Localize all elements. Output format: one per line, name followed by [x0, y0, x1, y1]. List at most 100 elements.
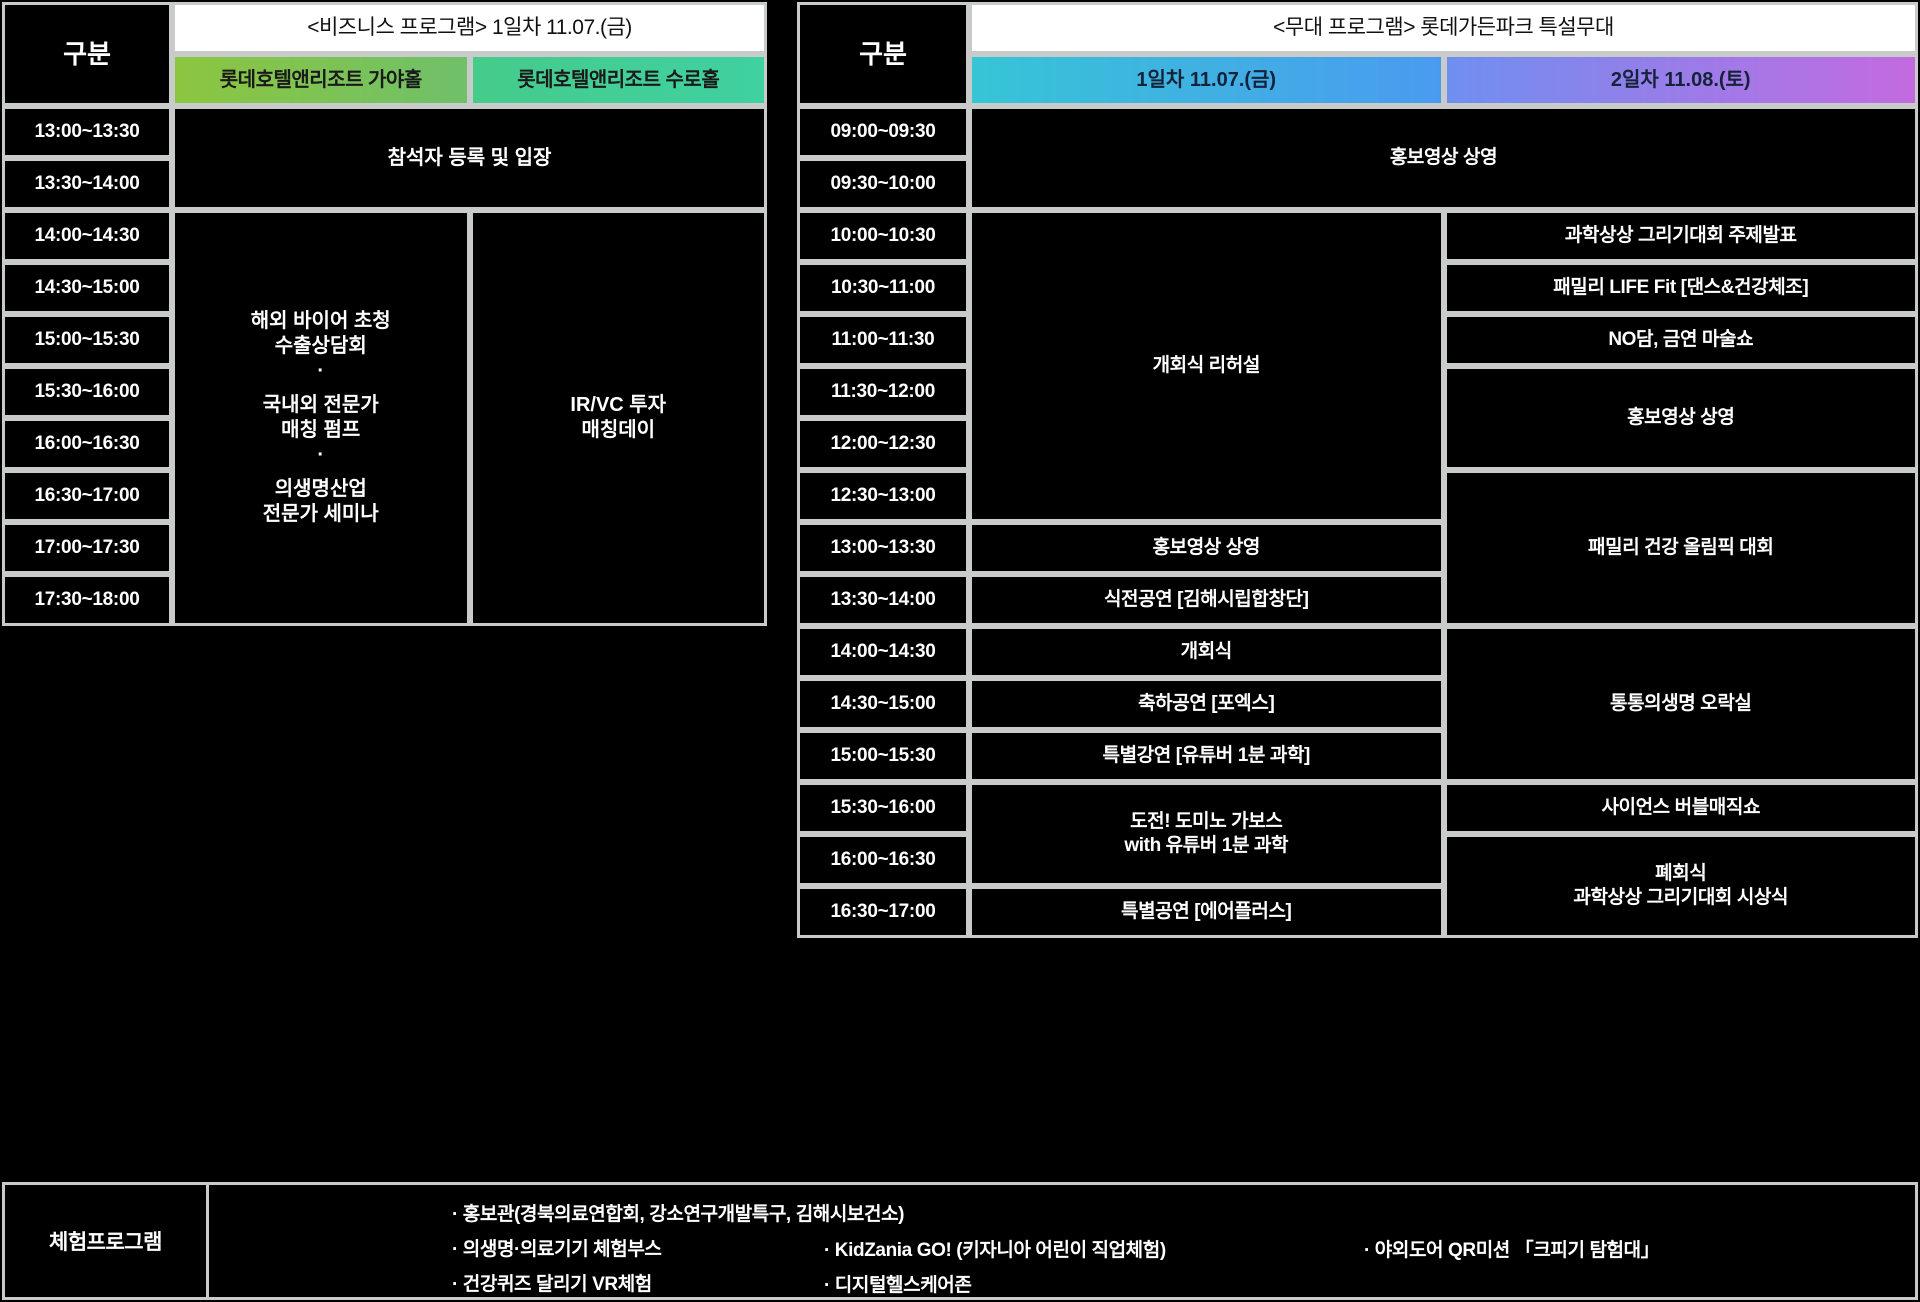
stage-cell-rehearsal: 개회식 리허설: [969, 210, 1444, 522]
list-item: · 의생명·의료기기 체험부스: [452, 1239, 662, 1261]
stage-cell-promo-video-day1: 홍보영상 상영: [969, 522, 1444, 574]
time-slot: 14:30~15:00: [2, 262, 172, 314]
time-slot: 13:30~14:00: [2, 158, 172, 210]
gaya-line: 의생명산업: [274, 478, 367, 500]
table-row: 16:00~16:30: [2, 418, 767, 470]
table-row: 11:30~12:00 홍보영상 상영: [797, 366, 1918, 470]
experience-column-3: · 야외도어 QR미션 「크피기 탐험대」: [1364, 1233, 1660, 1268]
stage-cell-bio-arcade: 통통의생명 오락실: [1443, 626, 1918, 782]
stage-cell-prelude-choir: 식전공연 [김해시립합창단]: [969, 574, 1444, 626]
stage-cell-family-health-olympic: 패밀리 건강 올림픽 대회: [1443, 470, 1918, 626]
stage-program-table: 구분 <무대 프로그램> 롯데가든파크 특설무대 1일차 11.07.(금) 2…: [797, 2, 1918, 938]
stage-header-row-days: 1일차 11.07.(금) 2일차 11.08.(토): [797, 54, 1918, 106]
time-slot: 16:00~16:30: [797, 834, 969, 886]
time-slot: 14:00~14:30: [797, 626, 969, 678]
registration-cell: 참석자 등록 및 입장: [172, 106, 767, 210]
table-row: 13:00~13:30 홍보영상 상영: [797, 522, 1918, 574]
venue-suro-hall: 롯데호텔앤리조트 수로홀: [469, 54, 767, 106]
stage-cell-bubble-magic-show: 사이언스 버블매직쇼: [1443, 782, 1918, 834]
stage-cell-closing-ceremony: 폐회식 과학상상 그리기대회 시상식: [1443, 834, 1918, 938]
table-row: 17:00~17:30: [2, 522, 767, 574]
list-item: · 홍보관(경북의료연합회, 강소연구개발특구, 김해시보건소): [452, 1204, 905, 1225]
table-row: 14:30~15:00 축하공연 [포엑스]: [797, 678, 1918, 730]
table-row: 14:30~15:00: [2, 262, 767, 314]
time-slot: 15:00~15:30: [797, 730, 969, 782]
table-row: 13:30~14:00 식전공연 [김해시립합창단]: [797, 574, 1918, 626]
business-header-row-venues: 롯데호텔앤리조트 가야홀 롯데호텔앤리조트 수로홀: [2, 54, 767, 106]
table-row: 16:30~17:00 특별공연 [에어플러스]: [797, 886, 1918, 938]
time-slot: 16:30~17:00: [2, 470, 172, 522]
time-slot: 15:30~16:00: [2, 366, 172, 418]
time-slot: 09:00~09:30: [797, 106, 969, 158]
table-row: 12:30~13:00 패밀리 건강 올림픽 대회: [797, 470, 1918, 626]
table-row: 14:00~14:30 개회식 통통의생명 오락실: [797, 626, 1918, 782]
table-row: 09:00~09:30 홍보영상 상영: [797, 106, 1918, 210]
stage-program-title: <무대 프로그램> 롯데가든파크 특설무대: [969, 2, 1918, 54]
closing-line: 폐회식: [1655, 863, 1707, 885]
time-slot: 13:00~13:30: [797, 522, 969, 574]
time-slot: 13:30~14:00: [797, 574, 969, 626]
time-slot: 16:00~16:30: [2, 418, 172, 470]
list-item: · 디지털헬스케어존: [824, 1275, 972, 1297]
stage-cell-opening-ceremony: 개회식: [969, 626, 1444, 678]
table-row: 15:30~16:00: [2, 366, 767, 418]
list-item: · 건강퀴즈 달리기 VR체험: [452, 1274, 652, 1296]
closing-line: 과학상상 그리기대회 시상식: [1573, 887, 1789, 908]
table-row: 11:00~11:30 NO담, 금연 마술쇼: [797, 314, 1918, 366]
domino-line: 도전! 도미노 가보스: [1130, 811, 1283, 833]
gaya-line: 수출상담회: [274, 335, 367, 357]
stage-cell-family-life-fit: 패밀리 LIFE Fit [댄스&건강체조]: [1443, 262, 1918, 314]
time-slot: 16:30~17:00: [797, 886, 969, 938]
suro-line: 매칭데이: [581, 419, 656, 441]
table-row: 15:30~16:00 도전! 도미노 가보스 with 유튜버 1분 과학 사…: [797, 782, 1918, 886]
gaya-program-cell: 해외 바이어 초청 수출상담회 · 국내외 전문가 매칭 펌프 · 의생명산업 …: [172, 210, 470, 626]
table-row: 17:30~18:00: [2, 574, 767, 626]
table-row: 13:00~13:30 참석자 등록 및 입장: [2, 106, 767, 210]
stage-cell-domino-challenge: 도전! 도미노 가보스 with 유튜버 1분 과학: [969, 782, 1444, 886]
time-slot: 12:00~12:30: [797, 418, 969, 470]
stage-cell-promo-video-day2: 홍보영상 상영: [1443, 366, 1918, 470]
table-row: 13:30~14:00: [2, 158, 767, 210]
gaya-line-dot: ·: [317, 360, 325, 382]
time-slot: 11:30~12:00: [797, 366, 969, 418]
table-row: 12:00~12:30: [797, 418, 1918, 470]
experience-program-section: 체험프로그램 · 홍보관(경북의료연합회, 강소연구개발특구, 김해시보건소) …: [2, 1182, 1918, 1300]
stage-cell-special-performance-airplus: 특별공연 [에어플러스]: [969, 886, 1444, 938]
table-row: 14:00~14:30 해외 바이어 초청 수출상담회 · 국내외 전문가 매칭…: [2, 210, 767, 626]
stage-gubun-header: 구분: [797, 2, 969, 106]
stage-cell-drawing-theme: 과학상상 그리기대회 주제발표: [1443, 210, 1918, 262]
business-program-title: <비즈니스 프로그램> 1일차 11.07.(금): [172, 2, 767, 54]
gaya-line: 국내외 전문가: [262, 394, 379, 416]
gaya-line: 전문가 세미나: [262, 503, 379, 525]
gaya-line-dot: ·: [317, 444, 325, 466]
experience-column-2: · KidZania GO! (키자니아 어린이 직업체험) · 디지털헬스케어…: [824, 1233, 1166, 1302]
business-program-table: 구분 <비즈니스 프로그램> 1일차 11.07.(금) 롯데호텔앤리조트 가야…: [2, 2, 767, 626]
table-row: 15:00~15:30: [2, 314, 767, 366]
list-item: · KidZania GO! (키자니아 어린이 직업체험): [824, 1240, 1166, 1261]
day1-header: 1일차 11.07.(금): [969, 54, 1444, 106]
list-item: · 야외도어 QR미션 「크피기 탐험대」: [1364, 1240, 1660, 1261]
business-gubun-header: 구분: [2, 2, 172, 106]
suro-program-cell: IR/VC 투자 매칭데이: [469, 210, 767, 626]
time-slot: 15:30~16:00: [797, 782, 969, 834]
time-slot: 09:30~10:00: [797, 158, 969, 210]
venue-gaya-hall: 롯데호텔앤리조트 가야홀: [172, 54, 470, 106]
stage-cell-special-lecture: 특별강연 [유튜버 1분 과학]: [969, 730, 1444, 782]
stage-header-row-title: 구분 <무대 프로그램> 롯데가든파크 특설무대: [797, 2, 1918, 106]
time-slot: 13:00~13:30: [2, 106, 172, 158]
suro-line: IR/VC 투자: [570, 394, 667, 416]
gaya-line: 해외 바이어 초청: [250, 310, 391, 332]
experience-column-1: · 홍보관(경북의료연합회, 강소연구개발특구, 김해시보건소) · 의생명·의…: [452, 1197, 905, 1302]
stage-cell-nodam-magic-show: NO담, 금연 마술쇼: [1443, 314, 1918, 366]
business-header-row-title: 구분 <비즈니스 프로그램> 1일차 11.07.(금): [2, 2, 767, 106]
table-row: 16:00~16:30 폐회식 과학상상 그리기대회 시상식: [797, 834, 1918, 938]
time-slot: 14:00~14:30: [2, 210, 172, 262]
time-slot: 17:30~18:00: [2, 574, 172, 626]
experience-program-label: 체험프로그램: [5, 1185, 209, 1297]
time-slot: 15:00~15:30: [2, 314, 172, 366]
time-slot: 10:00~10:30: [797, 210, 969, 262]
stage-cell-celebration-performance: 축하공연 [포엑스]: [969, 678, 1444, 730]
time-slot: 17:00~17:30: [2, 522, 172, 574]
day2-header: 2일차 11.08.(토): [1443, 54, 1918, 106]
